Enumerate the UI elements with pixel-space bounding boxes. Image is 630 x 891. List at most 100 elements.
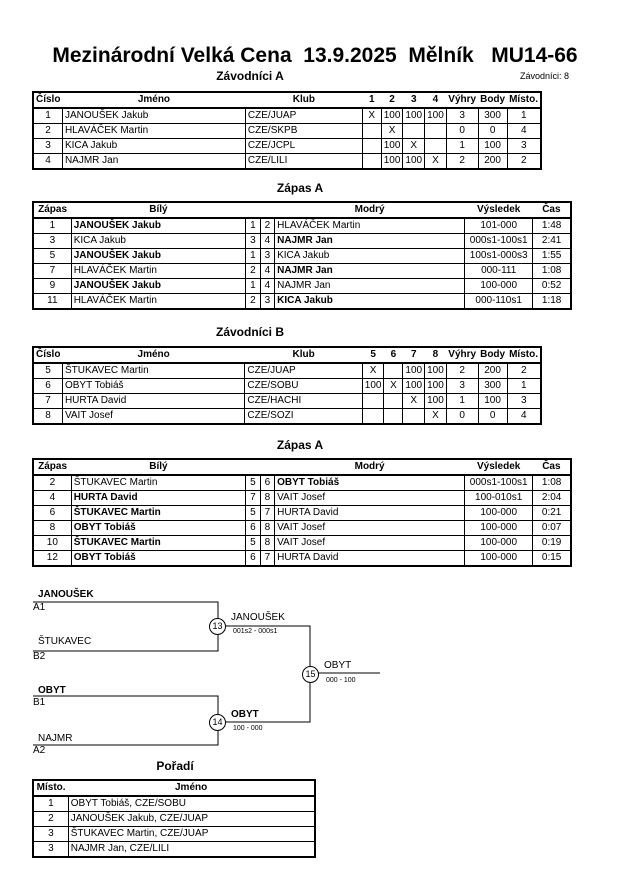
column-header: Bílý xyxy=(71,202,246,219)
table-cell: 0 xyxy=(477,408,508,425)
table-cell: 5 xyxy=(32,362,63,379)
table-cell: 8 xyxy=(32,408,63,425)
column-header: Klub xyxy=(244,347,363,364)
bracket-seed-1: A1 xyxy=(33,602,46,613)
table-cell xyxy=(383,393,404,409)
table-cell: X xyxy=(424,408,447,425)
ranking-place: 3 xyxy=(32,826,69,842)
column-header: 4 xyxy=(424,92,447,109)
table-cell xyxy=(361,138,382,154)
table-cell: 3 xyxy=(506,393,542,409)
ranking-place: 2 xyxy=(32,811,69,827)
column-header: Zápas xyxy=(33,202,72,219)
match-time: 0:52 xyxy=(532,278,572,294)
match-15-number: 15 xyxy=(302,666,319,683)
column-header: Bílý xyxy=(71,459,246,476)
column-header: Místo. xyxy=(507,92,541,109)
column-header: 1 xyxy=(362,92,382,109)
match-14-score: 100 - 000 xyxy=(233,725,263,732)
table-cell xyxy=(383,408,404,425)
blue-number: 7 xyxy=(259,550,276,567)
column-header: 3 xyxy=(402,92,425,109)
match-number: 10 xyxy=(32,535,72,551)
competitor-count: Závodníci: 8 xyxy=(520,71,570,81)
column-header xyxy=(245,459,261,476)
table-cell: KICA Jakub xyxy=(61,138,246,154)
column-header: Jméno xyxy=(68,780,315,797)
table-cell: 3 xyxy=(506,138,542,154)
match-time: 1:18 xyxy=(532,293,572,310)
match-number: 12 xyxy=(32,550,72,567)
table-cell: 4 xyxy=(506,408,542,425)
column-header: Číslo xyxy=(33,92,63,109)
column-header: Body xyxy=(478,92,508,109)
bracket-seed-3: B1 xyxy=(33,697,46,708)
bracket-player-2: ŠTUKAVEC xyxy=(38,636,92,647)
match-13-number: 13 xyxy=(209,618,226,635)
column-header: Modrý xyxy=(274,202,465,219)
column-header: Výsledek xyxy=(464,459,533,476)
table-cell xyxy=(361,153,382,170)
table-cell: 100 xyxy=(477,138,508,154)
table-cell: 0 xyxy=(445,408,479,425)
match-time: 0:19 xyxy=(532,535,572,551)
matches-a-heading: Zápas A xyxy=(276,181,324,195)
match-13-winner: JANOUŠEK xyxy=(231,612,285,623)
match-15-score: 000 - 100 xyxy=(326,677,356,684)
column-header: Místo. xyxy=(507,347,541,364)
table-cell: 4 xyxy=(32,153,63,170)
page-title: Mezinárodní Velká Cena 13.9.2025 Mělník … xyxy=(52,44,578,67)
match-result: 100-000 xyxy=(464,550,534,567)
table-cell: CZE/SOZI xyxy=(244,408,363,425)
column-header: Čas xyxy=(532,459,571,476)
column-header: Číslo xyxy=(33,347,63,364)
bracket-player-3: OBYT xyxy=(38,685,66,696)
column-header: 6 xyxy=(383,347,403,364)
match-14-number: 14 xyxy=(209,714,226,731)
table-header: Místo.Jméno xyxy=(33,780,315,797)
match-15-winner: OBYT xyxy=(324,660,352,671)
white-competitor: ŠTUKAVEC Martin xyxy=(70,535,247,551)
match-time: 0:15 xyxy=(532,550,572,567)
table-cell: 100 xyxy=(402,153,426,170)
table-cell: 3 xyxy=(32,138,63,154)
column-header: 5 xyxy=(362,347,384,364)
match-number: 9 xyxy=(32,278,72,294)
ranking-heading: Pořadí xyxy=(156,759,194,773)
blue-number: 3 xyxy=(259,293,276,310)
group-b-heading: Závodníci B xyxy=(215,325,284,339)
blue-number: 7 xyxy=(259,505,276,521)
column-header xyxy=(245,202,261,219)
match-result: 100-000 xyxy=(464,278,534,294)
column-header: Body xyxy=(478,347,508,364)
match-result: 100-000 xyxy=(464,535,534,551)
column-header: 8 xyxy=(424,347,447,364)
column-header xyxy=(260,459,275,476)
match-time: 1:48 xyxy=(532,217,572,234)
table-cell: NAJMR Jan xyxy=(61,153,246,170)
